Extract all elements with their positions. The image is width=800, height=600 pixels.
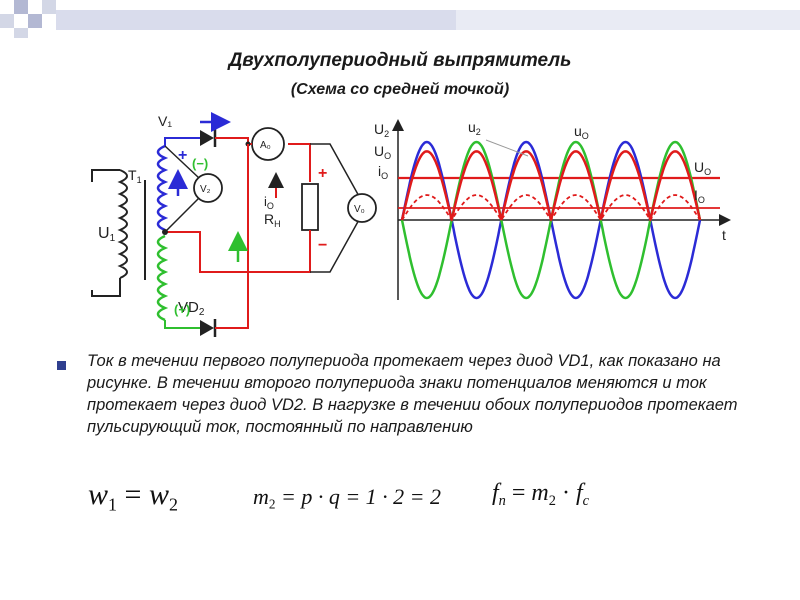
wire-load-bottom [248, 230, 311, 273]
primary-lead-top [91, 169, 120, 182]
primary-coil [117, 169, 128, 279]
deco-square [14, 28, 28, 38]
wire-output-top [215, 137, 249, 150]
wire-vd2-out [215, 144, 249, 329]
label-curve-u2: u2 [468, 119, 481, 137]
load-resistor [301, 183, 319, 231]
primary-lead-bottom [91, 278, 121, 297]
formula-pulse-count: m2 = p · q = 1 · 2 = 2 [253, 484, 442, 512]
label-v1: V₁ [158, 113, 172, 129]
wire-v2-bottom [164, 197, 200, 233]
label-v2: V₂ [200, 184, 211, 195]
description-paragraph: Ток в течении первого полупериода протек… [87, 352, 738, 436]
diode-v1 [200, 129, 217, 147]
diode-vd2 [200, 319, 217, 337]
label-axis-u2: U2 [374, 121, 389, 139]
secondary-coil-lower [156, 234, 169, 322]
label-v0: V₀ [354, 204, 365, 215]
voltmeter-v2 [193, 173, 223, 203]
header-band-accent [56, 10, 456, 30]
label-t1: T1 [128, 167, 142, 185]
formula-frequency: fn = m2 · fc [492, 480, 590, 510]
deco-square [42, 0, 56, 14]
wave-rectified-current [401, 194, 701, 222]
wire-lower [164, 320, 200, 329]
label-axis-u0: UO [374, 143, 391, 161]
label-u1: U1 [98, 225, 116, 244]
label-level-u0: UO [694, 159, 711, 177]
deco-square [14, 0, 28, 14]
label-plus-bottom: (+) [174, 302, 190, 317]
wire-top-rail [288, 143, 311, 182]
wire-midpoint [165, 231, 248, 273]
slide-title: Двухполупериодный выпрямитель [228, 50, 572, 71]
label-level-i0: IO [694, 187, 705, 205]
label-curve-u0: uO [574, 123, 589, 141]
waveform-plot: U2 UO iO u2 uO UO IO t [374, 119, 731, 300]
label-plus-top: + [178, 147, 187, 164]
wire-upper [164, 137, 200, 146]
label-rn: RН [264, 211, 281, 229]
label-vd2: VD2 [178, 299, 205, 318]
slide-subtitle: (Схема со средней точкой) [290, 81, 510, 98]
deco-square [28, 14, 42, 28]
decorative-squares [0, 0, 800, 38]
formula-windings: w1 = w2 [88, 478, 178, 515]
label-a0: A₀ [260, 140, 271, 151]
circuit: V₁ T1 U1 VD2 A₀ V₂ V₀ iO RН + (−) (+) + … [91, 112, 377, 337]
label-load-minus: − [318, 237, 327, 254]
wire-v2-top [164, 145, 200, 179]
secondary-coil-upper [156, 144, 169, 232]
wave-rectified-voltage [400, 150, 702, 221]
label-i0: iO [264, 194, 274, 211]
deco-square [0, 14, 14, 28]
bullet-marker [57, 361, 66, 370]
label-minus-top: (−) [192, 156, 208, 171]
label-axis-t: t [722, 227, 726, 243]
wire-load-to-v0 [310, 217, 361, 273]
wire-top-to-v0 [310, 143, 361, 199]
label-axis-i0: iO [378, 163, 388, 181]
pointer-u2 [485, 139, 529, 157]
rectifier-figure: V₁ T1 U1 VD2 A₀ V₂ V₀ iO RН + (−) (+) + … [91, 112, 731, 337]
voltmeter-v0 [347, 193, 377, 223]
label-load-plus: + [318, 165, 327, 182]
